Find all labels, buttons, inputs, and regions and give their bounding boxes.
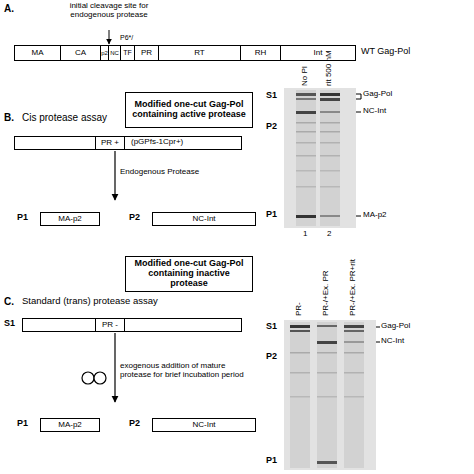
node-text: NC-Int xyxy=(192,421,215,430)
cleavage-arrow xyxy=(109,30,110,44)
lane-label: PR- xyxy=(295,302,304,316)
band-name: MA-p2 xyxy=(363,211,387,220)
node-text: RT xyxy=(194,49,205,58)
panel-title: Standard (trans) protease assay xyxy=(22,296,158,306)
product-box: P2NC-Int xyxy=(152,212,256,226)
protease-segment: PR + xyxy=(95,137,125,149)
domain-segment: PR xyxy=(135,46,159,60)
gel-band-label: S1 xyxy=(266,91,277,101)
band-name: Gag-Pol xyxy=(381,322,410,331)
lane-number: 2 xyxy=(327,230,331,239)
band-name: NC-Int xyxy=(363,107,386,116)
node-text: CA xyxy=(75,49,86,58)
gel-image xyxy=(284,320,380,470)
domain-segment: Int xyxy=(281,46,355,60)
node-text: MA-p2 xyxy=(58,215,82,224)
panel-letter: C. xyxy=(4,296,14,307)
domain-segment: RH xyxy=(241,46,281,60)
process-arrow xyxy=(114,151,115,200)
protease-segment: PR - xyxy=(95,319,125,331)
node-text: Modified one-cut Gag-Pol containing inac… xyxy=(129,259,249,289)
node-text: MA xyxy=(32,49,44,58)
lane-label: PR-/+Ex. PR xyxy=(322,270,331,316)
domain-segment: RT xyxy=(159,46,241,60)
product-box: P2NC-Int xyxy=(152,418,256,432)
domain-segment: p2 xyxy=(101,46,109,60)
gel-band-label: P2 xyxy=(266,352,277,362)
node-heading: S1 xyxy=(4,319,15,329)
lane-label: PR-/+Ex. PR+rit xyxy=(349,259,358,316)
node-text: TF xyxy=(123,49,132,57)
product-box: P1MA-p2 xyxy=(40,418,100,432)
lane-number: 1 xyxy=(303,230,307,239)
annotation: initial cleavage site for endogenous pro… xyxy=(68,2,150,20)
node-text: NC-Int xyxy=(192,215,215,224)
gel-band-label: S1 xyxy=(266,322,277,332)
gel-image xyxy=(284,88,361,228)
gel-band-label: P1 xyxy=(266,210,277,220)
node-heading: P2 xyxy=(129,419,140,429)
gel-band-label: P2 xyxy=(266,122,277,132)
construct-box: Modified one-cut Gag-Pol containing acti… xyxy=(125,92,253,128)
lane-label: No PI xyxy=(301,66,310,86)
panel-title: Cis protease assay xyxy=(22,112,107,123)
node-text: PR + xyxy=(101,139,119,148)
lane-label: rit 500 nM xyxy=(325,50,334,86)
construct-box: Modified one-cut Gag-Pol containing inac… xyxy=(125,256,253,292)
node-text: Modified one-cut Gag-Pol containing acti… xyxy=(129,100,249,120)
node-text: NC xyxy=(110,50,119,57)
process-arrow xyxy=(114,333,115,402)
node-text: RH xyxy=(255,49,267,58)
product-box: P1MA-p2 xyxy=(40,212,100,226)
protease-symbol xyxy=(94,372,106,384)
band-name: Gag-Pol xyxy=(363,90,392,99)
node-heading: P2 xyxy=(129,213,140,223)
node-text: p2 xyxy=(101,50,108,57)
node-heading: P6*/ xyxy=(120,34,133,42)
node-heading: WT Gag-Pol xyxy=(361,47,410,57)
annotation: exogenous addition of mature protease fo… xyxy=(120,362,258,380)
domain-segment: MA xyxy=(15,46,61,60)
domain-segment: P6*/TF xyxy=(121,46,135,60)
panel-letter: A. xyxy=(4,3,14,14)
domain-segment: CA xyxy=(61,46,101,60)
panel-letter: B. xyxy=(4,112,14,123)
gene-bar: WT Gag-PolMACAp2NCP6*/TFPRRTRHInt xyxy=(14,45,356,61)
arrow-label: Endogenous Protease xyxy=(120,168,199,177)
protease-symbol xyxy=(82,372,94,384)
node-text: PR xyxy=(141,49,152,58)
band-name: NC-Int xyxy=(381,337,404,346)
node-text: Int xyxy=(314,49,323,58)
node-text: MA-p2 xyxy=(58,421,82,430)
node-heading: P1 xyxy=(17,213,28,223)
node-heading: P1 xyxy=(17,419,28,429)
construct-bar: (pGPfs-1Cpr+) PR + xyxy=(14,136,242,150)
node-heading: (pGPfs-1Cpr+) xyxy=(131,138,183,147)
node-text: PR - xyxy=(102,321,118,330)
construct-bar: S1PR - xyxy=(22,318,242,332)
domain-segment: NC xyxy=(109,46,121,60)
gel-band-label: P1 xyxy=(266,456,277,466)
